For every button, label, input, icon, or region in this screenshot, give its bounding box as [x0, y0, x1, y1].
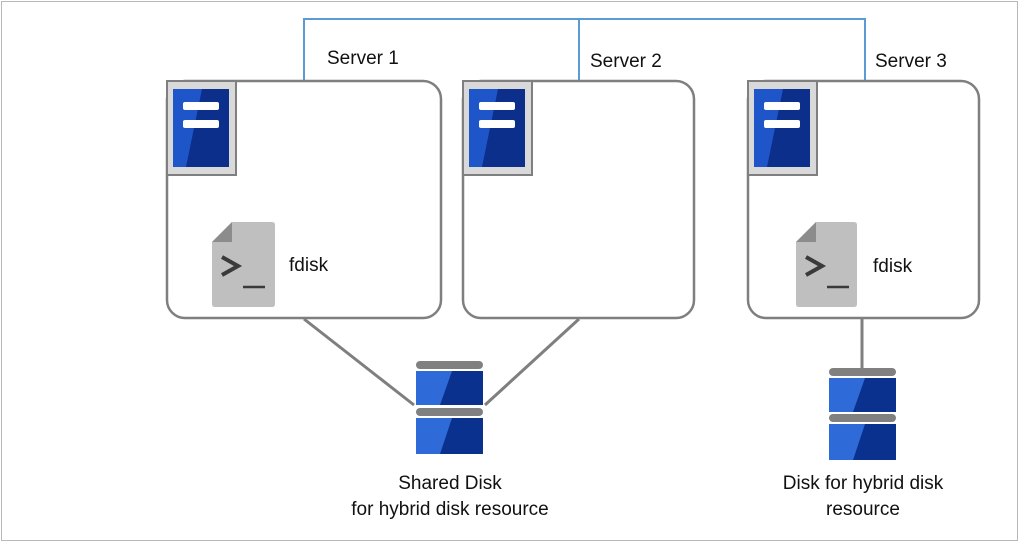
- shared-disk-caption-line-1: Shared Disk: [398, 473, 502, 494]
- shared-disk-caption-line-2: for hybrid disk resource: [351, 499, 549, 520]
- server-3-fdisk-label: fdisk: [873, 256, 913, 277]
- server-3-icon: [747, 80, 818, 176]
- hybrid-disk-icon: [829, 368, 896, 460]
- server-1-icon: [166, 80, 237, 176]
- network-bus: [303, 18, 866, 80]
- server-1-label: Server 1: [327, 48, 399, 69]
- server-1-fdisk-file-icon: [212, 222, 275, 307]
- hybrid-disk-caption: Disk for hybrid disk resource: [748, 471, 978, 523]
- shared-disk-caption: Shared Disk for hybrid disk resource: [320, 471, 580, 523]
- server-2-icon: [462, 80, 533, 176]
- server-1-fdisk-label: fdisk: [289, 255, 329, 276]
- disk-connectors: [303, 317, 864, 407]
- shared-disk-icon: [416, 361, 483, 454]
- server-3-fdisk-file-icon: [796, 222, 857, 307]
- server-3-label: Server 3: [875, 51, 947, 72]
- hybrid-disk-caption-line-1: Disk for hybrid disk: [782, 473, 944, 494]
- hybrid-disk-caption-line-2: resource: [826, 499, 900, 520]
- server-2-label: Server 2: [590, 51, 662, 72]
